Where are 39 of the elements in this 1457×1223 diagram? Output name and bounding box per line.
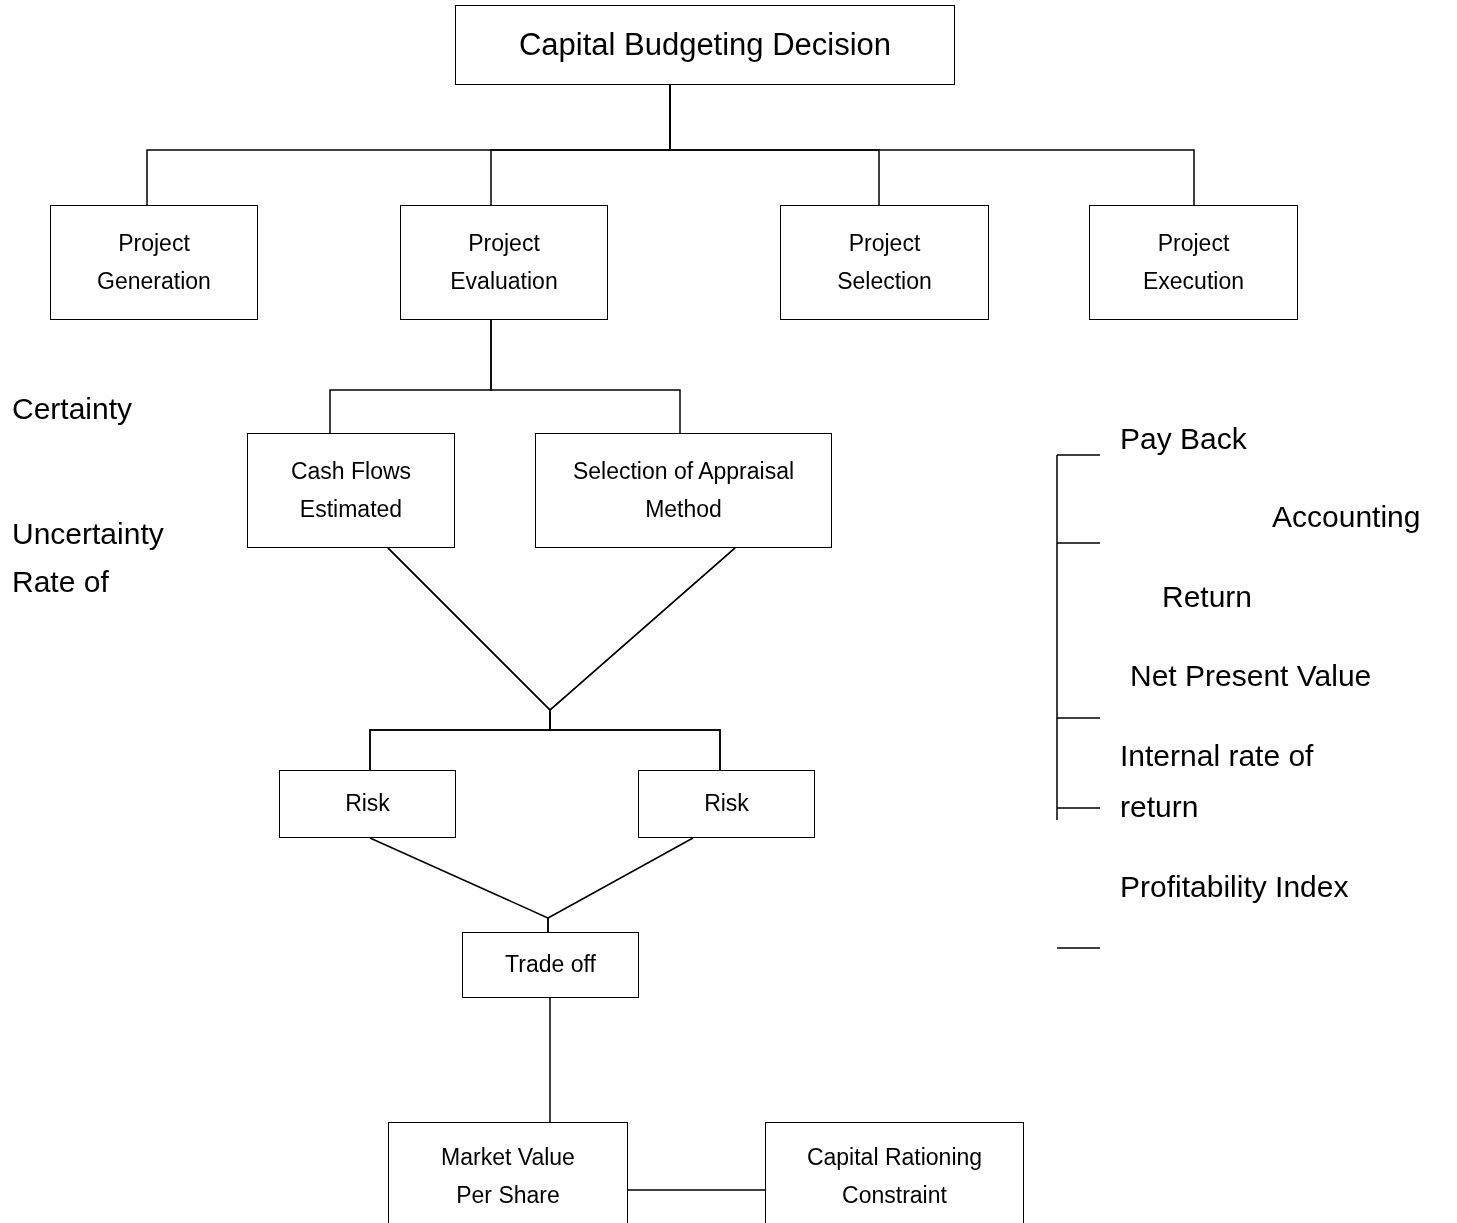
process-box	[535, 433, 832, 548]
side-label: Pay Back	[1120, 422, 1247, 456]
process-box	[50, 205, 258, 320]
box-label: Project Execution	[1142, 228, 1245, 296]
box-label: Project Generation	[96, 228, 212, 296]
process-box	[400, 205, 608, 320]
process-box	[455, 5, 955, 85]
connector-line	[549, 997, 551, 1123]
process-box	[462, 932, 639, 998]
process-box	[388, 1122, 628, 1223]
process-box	[247, 433, 455, 548]
side-label: Rate of	[12, 565, 109, 599]
process-box	[765, 1122, 1024, 1223]
process-box	[780, 205, 989, 320]
side-label: Certainty	[12, 392, 133, 426]
connector-line	[549, 547, 736, 771]
connector-line	[490, 319, 681, 434]
box-label: Capital Budgeting Decision	[518, 26, 892, 65]
side-label: Accounting	[1272, 500, 1421, 534]
process-box	[638, 770, 815, 838]
box-label: Cash Flows Estimated	[289, 456, 413, 524]
side-label: return	[1120, 790, 1199, 824]
box-label: Risk	[345, 789, 390, 819]
process-box	[1089, 205, 1298, 320]
side-label: Uncertainty	[12, 517, 164, 551]
side-label: Profitability Index	[1120, 870, 1349, 904]
connector-line	[627, 1189, 766, 1191]
box-label: Risk	[704, 789, 749, 819]
side-label: Return	[1162, 580, 1253, 614]
side-label: Net Present Value	[1130, 659, 1372, 693]
box-label: Project Evaluation	[449, 228, 559, 296]
box-label: Market Value Per Share	[440, 1143, 576, 1210]
connector-line	[547, 837, 694, 933]
box-label: Project Selection	[836, 228, 933, 296]
process-box	[279, 770, 456, 838]
side-label: Internal rate of	[1120, 739, 1314, 773]
box-label: Capital Rationing Constraint	[805, 1143, 984, 1210]
box-label: Trade off	[505, 950, 596, 980]
box-label: Selection of Appraisal Method	[571, 456, 796, 524]
